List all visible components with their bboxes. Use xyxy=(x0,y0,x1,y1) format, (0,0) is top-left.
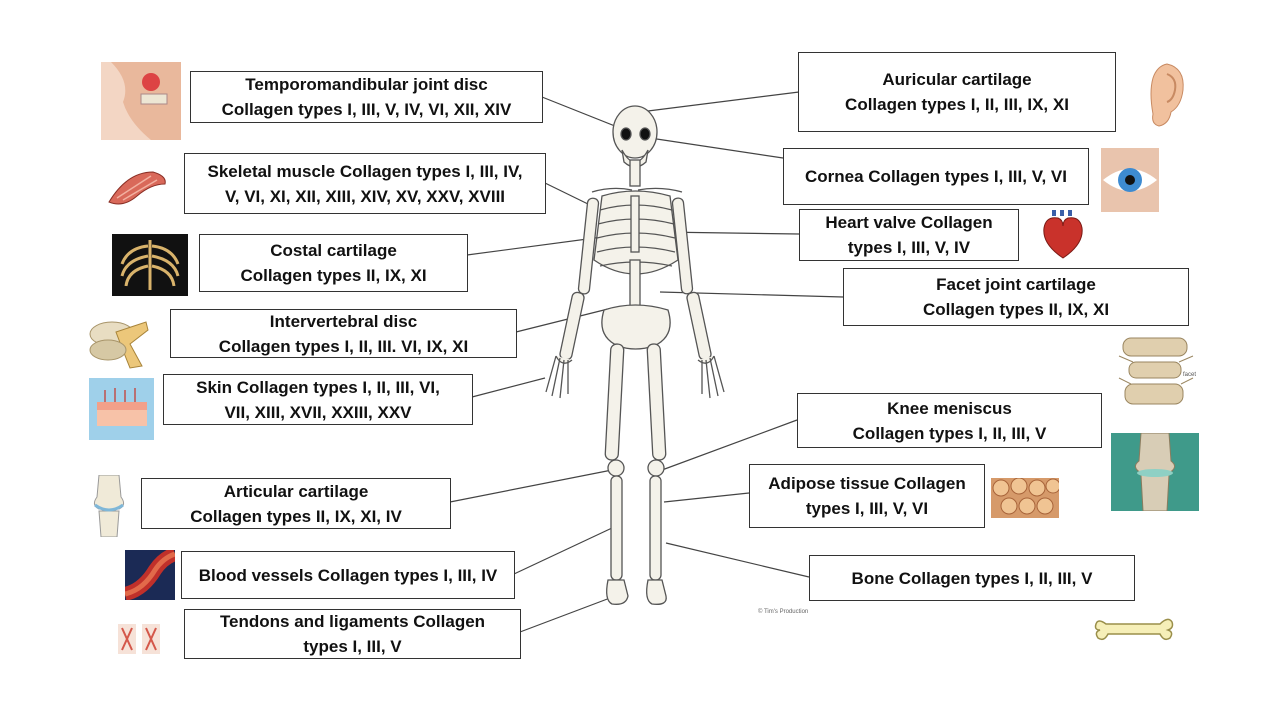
label-facet: Facet joint cartilage Collagen types II,… xyxy=(843,268,1189,326)
label-facet-line2: Collagen types II, IX, XI xyxy=(922,300,1110,319)
label-intervertebral-line1: Intervertebral disc xyxy=(269,311,418,331)
label-meniscus-line2: Collagen types I, II, III, V xyxy=(852,423,1047,443)
label-meniscus: Knee meniscus Collagen types I, II, III,… xyxy=(797,393,1102,448)
left-eye-socket xyxy=(620,127,632,141)
ear-icon xyxy=(1150,63,1184,127)
label-costal-line2: Collagen types II, IX, XI xyxy=(240,266,427,285)
label-auricular-line2: Collagen types I, II, III, IX, XI xyxy=(845,95,1069,114)
left-femur xyxy=(604,343,625,461)
connector-auricular xyxy=(639,91,800,113)
right-foot xyxy=(646,579,667,605)
connector-meniscus xyxy=(661,419,798,471)
connector-skin xyxy=(471,377,546,398)
label-tendons: Tendons and ligaments Collagen types I, … xyxy=(184,609,521,659)
connector-intervertebral xyxy=(515,307,613,333)
label-facet-line1: Facet joint cartilage xyxy=(936,275,1096,294)
label-articular-line2: Collagen types II, IX, XI, IV xyxy=(190,506,402,526)
label-cornea: Cornea Collagen types I, III, V, VI xyxy=(783,148,1089,205)
svg-text:facet: facet xyxy=(1183,372,1196,378)
muscle-icon xyxy=(108,171,166,205)
right-forearm xyxy=(686,291,712,361)
skin-layer-icon xyxy=(89,378,154,440)
label-costal: Costal cartilage Collagen types II, IX, … xyxy=(199,234,468,292)
label-intervertebral: Intervertebral disc Collagen types I, II… xyxy=(170,309,517,358)
label-heart-valve-line2: types I, III, V, IV xyxy=(847,238,971,257)
label-auricular: Auricular cartilage Collagen types I, II… xyxy=(798,52,1116,132)
right-tibia xyxy=(649,475,662,581)
label-skin-line1: Skin Collagen types I, II, III, VI, xyxy=(196,377,440,397)
tendon-icon xyxy=(118,624,160,654)
label-cornea-line1: Cornea Collagen types I, III, V, VI xyxy=(804,167,1067,186)
label-costal-line1: Costal cartilage xyxy=(270,241,397,260)
right-femur xyxy=(646,343,667,461)
label-articular: Articular cartilage Collagen types II, I… xyxy=(141,478,451,529)
right-hand xyxy=(697,355,725,399)
spine xyxy=(629,259,641,311)
label-tmj-line1: Temporomandibular joint disc xyxy=(245,75,488,94)
connector-cornea xyxy=(649,137,784,159)
adipose-tissue-icon xyxy=(991,478,1059,518)
label-adipose-line2: types I, III, V, VI xyxy=(805,499,929,518)
connector-tmj xyxy=(541,96,621,129)
label-heart-valve-line1: Heart valve Collagen xyxy=(825,213,993,232)
label-heart-valve: Heart valve Collagen types I, III, V, IV xyxy=(799,209,1019,261)
blood-vessel-icon xyxy=(125,550,175,600)
label-skin: Skin Collagen types I, II, III, VI, VII,… xyxy=(163,374,473,425)
sternum xyxy=(630,195,640,253)
left-foot xyxy=(606,579,629,605)
connector-blood-vessels xyxy=(513,527,613,575)
label-tendons-line1: Tendons and ligaments Collagen xyxy=(219,612,486,631)
image-credit: © Tim's Production xyxy=(758,609,809,615)
heart-icon xyxy=(1043,210,1083,259)
connector-bone xyxy=(665,542,810,578)
label-articular-line1: Articular cartilage xyxy=(223,481,369,501)
left-forearm xyxy=(559,291,585,361)
neck xyxy=(629,159,641,187)
label-bone: Bone Collagen types I, II, III, V xyxy=(809,555,1135,601)
right-knee xyxy=(647,459,665,477)
right-humerus xyxy=(671,197,694,295)
connector-articular xyxy=(449,469,613,503)
label-blood-vessels-line1: Blood vessels Collagen types I, III, IV xyxy=(198,565,498,585)
pelvis xyxy=(601,304,671,350)
label-adipose-line1: Adipose tissue Collagen xyxy=(768,474,966,493)
left-humerus xyxy=(577,197,600,295)
label-tmj: Temporomandibular joint disc Collagen ty… xyxy=(190,71,543,123)
jaw-face-icon xyxy=(101,62,181,140)
label-tendons-line2: types I, III, V xyxy=(303,637,402,656)
label-auricular-line1: Auricular cartilage xyxy=(882,70,1032,89)
left-knee xyxy=(607,459,625,477)
label-tmj-line2: Collagen types I, III, V, IV, VI, XII, X… xyxy=(221,100,512,119)
knee-meniscus-icon xyxy=(1111,433,1199,511)
label-skeletal-muscle: Skeletal muscle Collagen types I, III, I… xyxy=(184,153,546,214)
connector-adipose xyxy=(663,492,750,503)
ribcage-icon xyxy=(112,234,188,296)
label-skin-line2: VII, XIII, XVII, XXIII, XXV xyxy=(224,402,412,422)
label-blood-vessels: Blood vessels Collagen types I, III, IV xyxy=(181,551,515,599)
facet-vertebrae-icon: facet xyxy=(1118,337,1196,405)
clavicles xyxy=(591,187,683,193)
label-intervertebral-line2: Collagen types I, II, III. VI, IX, XI xyxy=(218,336,469,356)
label-skeletal-muscle-line1: Skeletal muscle Collagen types I, III, I… xyxy=(207,161,523,181)
right-eye-socket xyxy=(639,127,651,141)
label-skeletal-muscle-line2: V, VI, XI, XII, XIII, XIV, XV, XXV, XVII… xyxy=(224,186,506,206)
label-bone-line1: Bone Collagen types I, II, III, V xyxy=(851,568,1093,588)
left-tibia xyxy=(610,475,623,581)
bone-icon xyxy=(1094,618,1174,641)
eye-icon xyxy=(1101,148,1159,212)
label-adipose: Adipose tissue Collagen types I, III, V,… xyxy=(749,464,985,528)
vertebra-icon xyxy=(89,321,149,369)
connector-tendons xyxy=(519,597,611,633)
skull xyxy=(612,105,658,159)
knee-joint-icon xyxy=(93,475,125,537)
connector-skeletal-muscle xyxy=(544,182,591,206)
left-hand xyxy=(545,355,573,399)
label-meniscus-line1: Knee meniscus xyxy=(887,398,1012,418)
